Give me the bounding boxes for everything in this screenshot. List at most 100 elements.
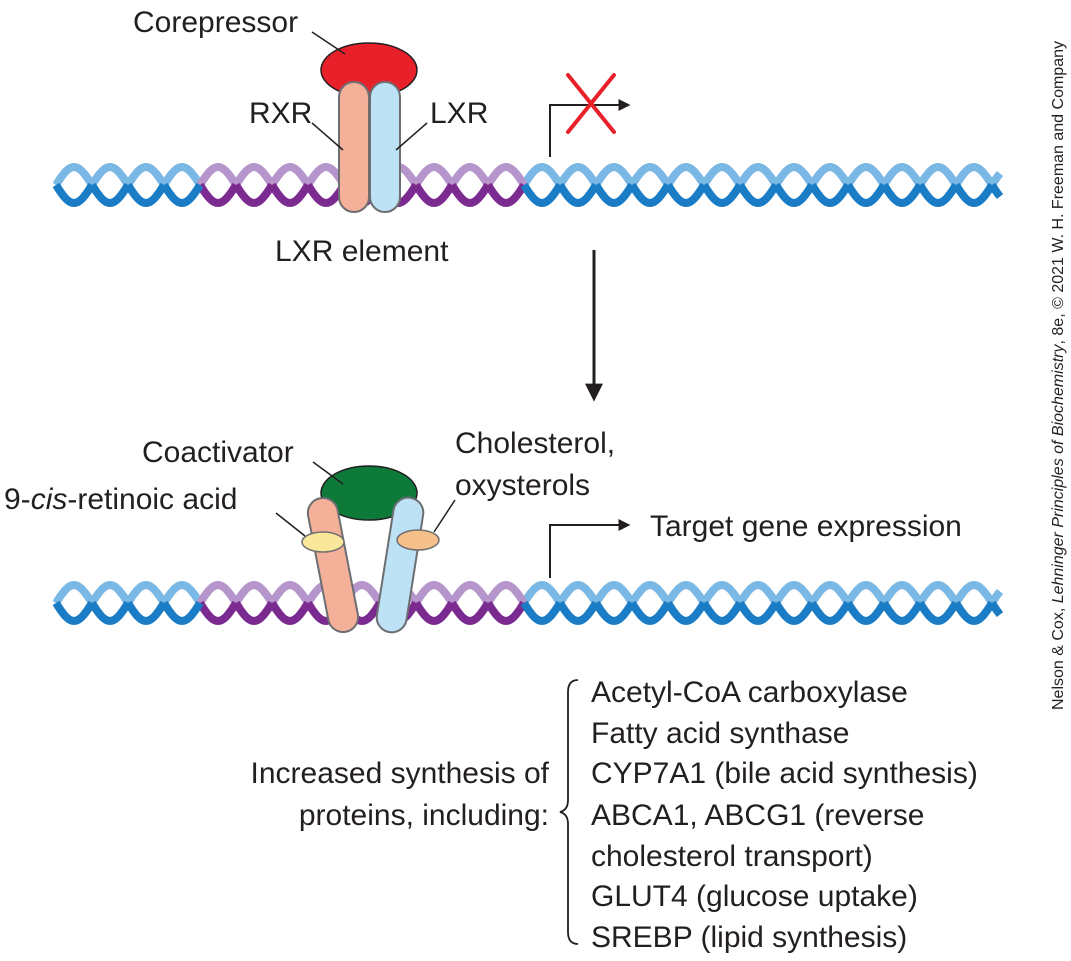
dna-strand-segment	[700, 182, 744, 208]
dna-strand-segment	[160, 162, 204, 188]
dna-strand-segment	[772, 600, 816, 626]
dna-strand-segment	[160, 580, 204, 606]
cholesterol-label-line1: Cholesterol,	[455, 427, 615, 460]
coactivator-leader	[312, 461, 344, 485]
dna-strand-segment	[484, 600, 528, 626]
cholesterol-label-line2: oxysterols	[455, 469, 590, 502]
list-item: SREBP (lipid synthesis)	[591, 921, 907, 954]
list-item: GLUT4 (glucose uptake)	[591, 880, 918, 913]
dna-strand-segment	[556, 162, 600, 188]
dna-strand-segment	[448, 182, 492, 208]
coactivator	[320, 465, 418, 521]
dna-strand-segment	[808, 162, 852, 188]
dna-strand-segment	[952, 182, 996, 208]
dna-strand-segment	[556, 182, 600, 208]
dna-strand-segment	[772, 580, 816, 606]
corepressor	[320, 42, 418, 98]
dna-strand-segment	[412, 600, 456, 626]
dna-strand-segment	[484, 580, 528, 606]
dna-strand-segment	[52, 182, 96, 208]
dna-strand-segment	[520, 162, 564, 188]
dna-strand-segment	[232, 600, 276, 626]
dna-strand-segment	[880, 580, 924, 606]
dna-strand-segment	[808, 600, 852, 626]
dna-strand-segment	[448, 580, 492, 606]
dna-strand-segment	[916, 162, 960, 188]
dna-strand-segment	[736, 182, 780, 208]
dna-strand-segment	[124, 600, 168, 626]
dna-strand-segment	[160, 182, 204, 208]
dna-strand-segment	[592, 600, 636, 626]
dna-strand-segment	[412, 580, 456, 606]
target-gene-label: Target gene expression	[650, 510, 962, 543]
coactivator-label: Coactivator	[142, 436, 294, 469]
lxr-label: LXR	[430, 97, 488, 130]
dna-strand-segment	[736, 162, 780, 188]
dna-strand-segment	[196, 600, 240, 626]
dna-strand-segment	[988, 588, 1004, 606]
dna-strand-segment	[880, 182, 924, 208]
dna-strand-segment	[736, 580, 780, 606]
dna-strand-segment	[124, 162, 168, 188]
dna-strand-segment	[52, 162, 96, 188]
synthesis-intro-line1: Increased synthesis of	[251, 757, 550, 790]
dna-strand-segment	[124, 580, 168, 606]
list-item: Acetyl-CoA carboxylase	[591, 676, 908, 709]
dna-strand-segment	[700, 580, 744, 606]
dna-strand-segment	[628, 600, 672, 626]
dna-strand-segment	[628, 580, 672, 606]
dna-strand-segment	[880, 600, 924, 626]
dna-strand-segment	[736, 600, 780, 626]
dna-strand-segment	[700, 600, 744, 626]
dna-strand-segment	[664, 182, 708, 208]
corepressor-label: Corepressor	[133, 6, 298, 39]
dna-strand-segment	[880, 162, 924, 188]
dna-strand-segment	[772, 162, 816, 188]
lxr-receptor-top	[369, 81, 401, 213]
dna-strand-segment	[592, 580, 636, 606]
dna-strand-segment	[520, 580, 564, 606]
dna-strand-segment	[268, 182, 312, 208]
dna-strand-segment	[412, 182, 456, 208]
dna-strand-segment	[88, 580, 132, 606]
dna-strand-segment	[664, 162, 708, 188]
list-item: Fatty acid synthase	[591, 717, 849, 750]
red-x-icon	[566, 73, 616, 134]
dna-strand-segment	[628, 162, 672, 188]
rxr-leader	[311, 122, 344, 151]
oxysterol-leader	[433, 499, 456, 533]
dna-strand-segment	[808, 182, 852, 208]
dna-strand-segment	[88, 182, 132, 208]
dna-strand-segment	[988, 170, 1004, 188]
dna-strand-segment	[772, 182, 816, 208]
dna-strand-segment	[232, 580, 276, 606]
dna-strand-segment	[268, 580, 312, 606]
dna-strand-segment	[520, 600, 564, 626]
dna-strand-segment	[52, 600, 96, 626]
credit-line: Nelson & Cox, Lehninger Principles of Bi…	[1050, 41, 1067, 710]
dna-strand-segment	[232, 162, 276, 188]
dna-strand-segment	[916, 182, 960, 208]
bent-arrow-icon	[549, 519, 631, 578]
dna-strand-segment	[196, 182, 240, 208]
dna-strand-segment	[592, 182, 636, 208]
dna-strand-segment	[448, 162, 492, 188]
dna-strand-segment	[844, 580, 888, 606]
dna-strand-segment	[592, 162, 636, 188]
lxr-element-label: LXR element	[275, 235, 449, 268]
dna-strand-segment	[268, 600, 312, 626]
dna-strand-segment	[664, 580, 708, 606]
dna-strand-segment	[844, 600, 888, 626]
corepressor-leader	[311, 31, 346, 55]
rxr-label: RXR	[249, 97, 312, 130]
list-item: cholesterol transport)	[591, 840, 873, 873]
dna-strand-segment	[88, 162, 132, 188]
list-item: ABCA1, ABCG1 (reverse	[591, 799, 924, 832]
lxr-leader	[395, 122, 428, 151]
synthesis-intro-line2: proteins, including:	[299, 799, 549, 832]
dna-strand-segment	[484, 162, 528, 188]
retinoic-leader	[275, 512, 306, 537]
dna-strand-segment	[556, 600, 600, 626]
